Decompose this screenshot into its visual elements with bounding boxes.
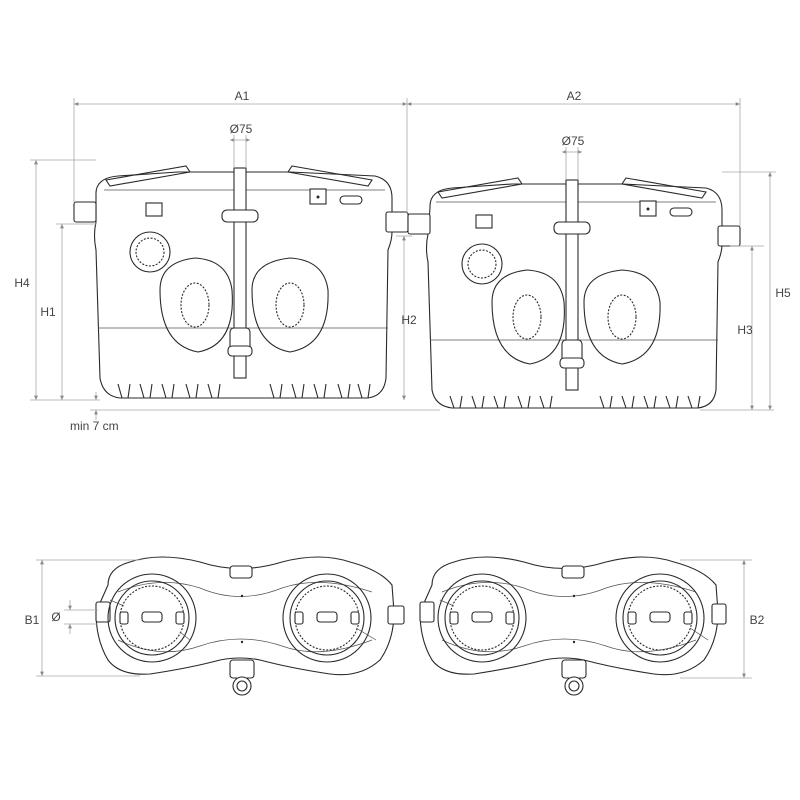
top-view-tank-right: [419, 556, 727, 696]
dimension-label-h2: H2: [401, 313, 417, 327]
dimension-label-h1: H1: [40, 305, 56, 319]
pipe-diameter-label-right: Ø75: [562, 134, 585, 148]
side-view-tank-left: [73, 165, 409, 399]
side-view-tank-right: [407, 177, 741, 409]
top-view-dimensions: B1 Ø B2: [25, 559, 765, 679]
top-view-tank-left: [95, 556, 405, 696]
dimension-label-diameter: Ø: [51, 610, 60, 624]
dimension-label-b1: B1: [25, 613, 40, 627]
dimension-label-a2: A2: [567, 89, 582, 103]
dimension-label-h5: H5: [775, 286, 791, 300]
dimension-label-a1: A1: [235, 89, 250, 103]
dimension-label-h3: H3: [737, 323, 753, 337]
pipe-diameter-label-left: Ø75: [230, 122, 253, 136]
dimension-label-b2: B2: [750, 613, 765, 627]
dimension-label-h4: H4: [14, 276, 30, 290]
min-gap-label: min 7 cm: [70, 419, 119, 433]
side-view-dimensions: A1 A2 Ø75 Ø75 H4 H1 min 7 cm H2 H3: [14, 89, 791, 433]
